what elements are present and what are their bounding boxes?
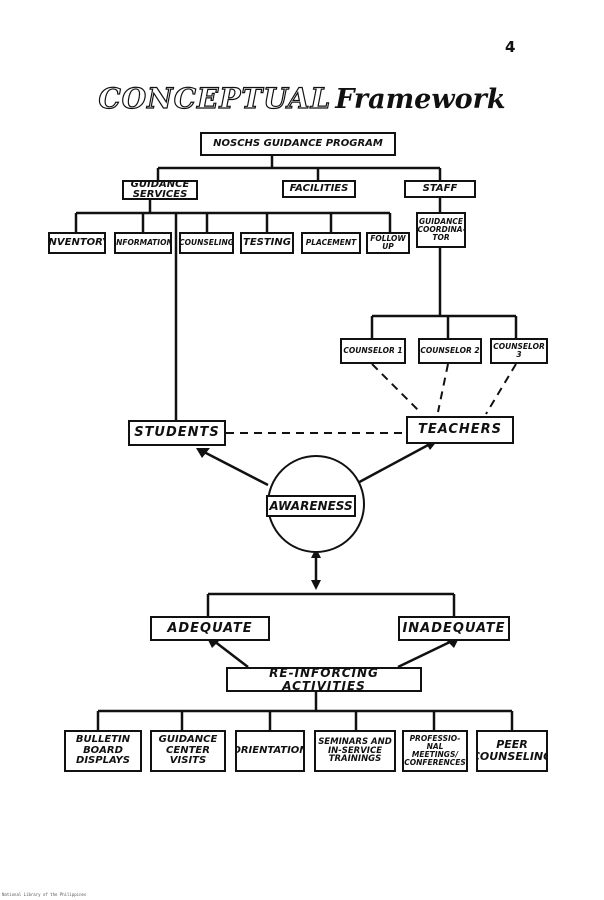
activity-professional-meetings: PROFESSIO-NAL MEETINGS/ CONFERENCES (402, 730, 468, 772)
program-box: NOSCHS GUIDANCE PROGRAM (200, 132, 396, 156)
students-box: STUDENTS (128, 420, 226, 446)
activity-bulletin-board: BULLETIN BOARD DISPLAYS (64, 730, 142, 772)
activity-guidance-center-visits: GUIDANCE CENTER VISITS (150, 730, 226, 772)
activity-peer-counseling: PEER COUNSELING (476, 730, 548, 772)
reinforcing-activities-box: RE-INFORCING ACTIVITIES (226, 667, 422, 692)
guidance-coordinator-box: GUIDANCE COORDINA-TOR (416, 212, 466, 248)
service-placement: PLACEMENT (301, 232, 361, 254)
awareness-label: AWARENESS (266, 495, 356, 517)
staff-box: STAFF (404, 180, 476, 198)
page-number: 4 (505, 38, 516, 56)
service-information: INFORMATION (114, 232, 172, 254)
teachers-box: TEACHERS (406, 416, 514, 444)
title-part-1: CONCEPTUAL (98, 81, 332, 115)
service-follow-up: FOLLOW UP (366, 232, 410, 254)
adequate-box: ADEQUATE (150, 616, 270, 641)
facilities-box: FACILITIES (282, 180, 356, 198)
guidance-services-box: GUIDANCE SERVICES (122, 180, 198, 200)
service-counseling: COUNSELING (179, 232, 234, 254)
counselor-3-box: COUNSELOR 3 (490, 338, 548, 364)
service-testing: TESTING (240, 232, 294, 254)
counselor-1-box: COUNSELOR 1 (340, 338, 406, 364)
activity-seminars: SEMINARS AND IN-SERVICE TRAININGS (314, 730, 396, 772)
inadequate-box: INADEQUATE (398, 616, 510, 641)
counselor-2-box: COUNSELOR 2 (418, 338, 482, 364)
title-part-2: Framework (335, 84, 506, 115)
footer-text: National Library of the Philippines (2, 892, 87, 897)
service-inventory: INVENTORY (48, 232, 106, 254)
activity-orientation: ORIENTATION (235, 730, 305, 772)
